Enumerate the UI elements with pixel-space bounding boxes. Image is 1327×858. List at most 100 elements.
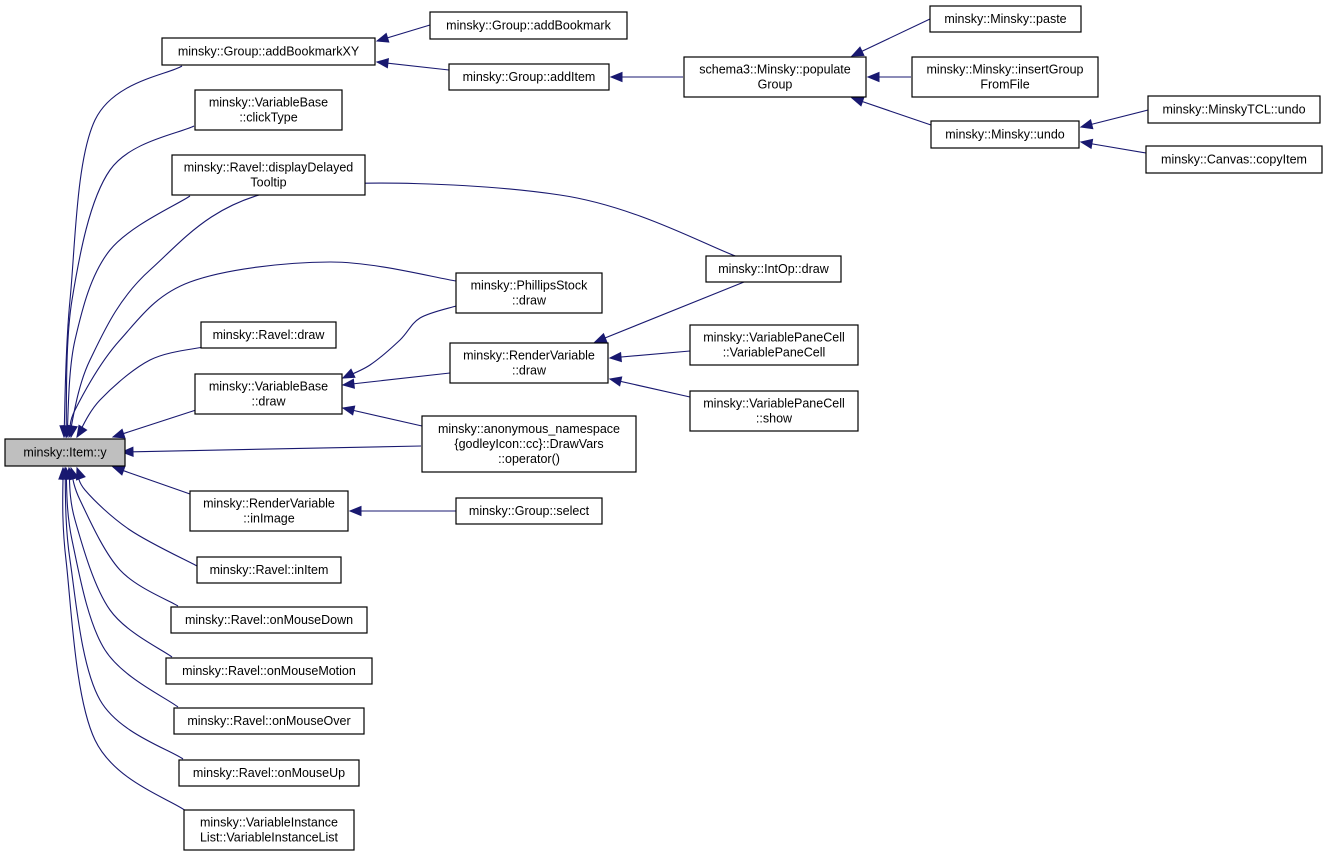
edge-varBaseDraw-to-y <box>111 409 197 439</box>
node-mouseDown[interactable]: minsky::Ravel::onMouseDown <box>170 606 368 634</box>
edge-addItem-to-addBookmarkXY <box>375 58 450 71</box>
edge-displayDelayed-to-y <box>62 195 191 439</box>
edge-arrowhead <box>375 58 389 69</box>
edge-groupSelect-to-inImage <box>348 505 456 517</box>
node-mouseOver[interactable]: minsky::Ravel::onMouseOver <box>173 707 365 735</box>
node-label-line: minsky::VariablePaneCell <box>703 331 845 345</box>
edge-line <box>342 372 451 386</box>
edge-arrowhead <box>375 32 390 43</box>
edge-line <box>68 182 739 438</box>
edge-arrowhead <box>348 505 362 517</box>
edge-arrowhead <box>341 368 356 379</box>
node-label-line: minsky::VariablePaneCell <box>703 397 845 411</box>
edge-line <box>594 281 745 343</box>
node-paste[interactable]: minsky::Minsky::paste <box>929 5 1082 33</box>
edge-line <box>63 65 183 438</box>
node-label-line: minsky::RenderVariable <box>463 349 595 363</box>
edge-varInstList-to-y <box>58 466 187 812</box>
edge-line <box>112 409 197 438</box>
node-addBookmark[interactable]: minsky::Group::addBookmark <box>429 11 628 40</box>
edge-line <box>342 305 457 379</box>
node-box <box>421 415 637 473</box>
node-box <box>683 56 867 98</box>
node-phillipsDraw[interactable]: minsky::PhillipsStock::draw <box>455 272 603 314</box>
node-groupSelect[interactable]: minsky::Group::select <box>455 497 603 525</box>
node-intOpDraw[interactable]: minsky::IntOp::draw <box>705 255 842 283</box>
node-y[interactable]: minsky::Item::y <box>4 438 126 467</box>
edge-intOpDraw-to-renderVarDraw <box>593 281 745 343</box>
edge-arrowhead <box>341 378 355 389</box>
edge-arrowhead <box>1079 138 1094 150</box>
edge-addBookmark-to-addBookmarkXY <box>375 24 431 43</box>
node-box <box>689 390 859 432</box>
node-box <box>929 5 1082 33</box>
node-label-line: minsky::IntOp::draw <box>718 262 829 276</box>
node-varBaseDraw[interactable]: minsky::VariableBase::draw <box>194 373 343 415</box>
node-mouseMotion[interactable]: minsky::Ravel::onMouseMotion <box>165 657 373 685</box>
node-label-line: minsky::Group::addBookmark <box>446 19 611 33</box>
node-label-line: minsky::anonymous_namespace <box>438 422 620 436</box>
node-label-line: minsky::Minsky::insertGroup <box>927 63 1084 77</box>
node-tclUndo[interactable]: minsky::MinskyTCL::undo <box>1147 95 1321 124</box>
node-box <box>429 11 628 40</box>
edge-arrowhead <box>608 351 622 363</box>
edge-mouseUp-to-y <box>60 466 184 760</box>
edge-phillipsDraw-to-varBaseDraw <box>341 305 457 379</box>
node-varInstList[interactable]: minsky::VariableInstanceList::VariableIn… <box>183 809 355 851</box>
edge-arrowhead <box>76 424 88 439</box>
node-label-line: schema3::Minsky::populate <box>699 63 851 77</box>
node-ravelDraw[interactable]: minsky::Ravel::draw <box>200 321 337 349</box>
edge-mouseOver-to-y <box>61 466 179 708</box>
node-label-line: minsky::RenderVariable <box>203 497 335 511</box>
edge-line <box>65 467 179 708</box>
edge-paste-to-populateGroup <box>850 18 931 57</box>
node-box <box>196 556 342 584</box>
edge-arrowhead <box>58 466 69 480</box>
node-drawVars[interactable]: minsky::anonymous_namespace{godleyIcon::… <box>421 415 637 473</box>
node-inImage[interactable]: minsky::RenderVariable::inImage <box>189 490 349 532</box>
node-label-line: minsky::Ravel::onMouseOver <box>187 714 350 728</box>
node-label-line: ::VariablePaneCell <box>723 346 826 360</box>
edge-inItem-to-y <box>75 466 198 567</box>
node-box <box>455 497 603 525</box>
node-mouseUp[interactable]: minsky::Ravel::onMouseUp <box>178 759 360 787</box>
edge-tclUndo-to-undo <box>1079 109 1149 130</box>
node-inItem[interactable]: minsky::Ravel::inItem <box>196 556 342 584</box>
edge-line <box>121 445 422 453</box>
edge-line <box>66 195 191 438</box>
edge-line <box>62 467 187 812</box>
edge-vpcCtor-to-renderVarDraw <box>608 350 691 363</box>
node-box <box>189 490 349 532</box>
node-addItem[interactable]: minsky::Group::addItem <box>448 63 610 91</box>
node-box <box>689 324 859 366</box>
node-vpcCtor[interactable]: minsky::VariablePaneCell::VariablePaneCe… <box>689 324 859 366</box>
edge-line <box>376 61 450 71</box>
node-undo[interactable]: minsky::Minsky::undo <box>930 120 1080 149</box>
node-clickType[interactable]: minsky::VariableBase::clickType <box>194 89 343 131</box>
node-label-line: FromFile <box>980 78 1029 92</box>
node-label-line: minsky::Canvas::copyItem <box>1161 153 1307 167</box>
node-label-line: {godleyIcon::cc}::DrawVars <box>454 437 603 451</box>
node-box <box>930 120 1080 149</box>
edge-insertGroup-to-populateGroup <box>866 71 911 83</box>
node-label-line: ::draw <box>251 395 286 409</box>
node-box <box>161 37 376 66</box>
node-copyItem[interactable]: minsky::Canvas::copyItem <box>1145 145 1323 174</box>
node-box <box>4 438 126 467</box>
edge-arrowhead <box>608 376 623 387</box>
node-box <box>170 606 368 634</box>
node-box <box>1145 145 1323 174</box>
edge-line <box>609 378 691 398</box>
node-vpcShow[interactable]: minsky::VariablePaneCell::show <box>689 390 859 432</box>
node-renderVarDraw[interactable]: minsky::RenderVariable::draw <box>449 342 609 384</box>
node-label-line: Group <box>758 78 793 92</box>
node-box <box>448 63 610 91</box>
node-addBookmarkXY[interactable]: minsky::Group::addBookmarkXY <box>161 37 376 66</box>
node-label-line: minsky::Group::addBookmarkXY <box>178 45 360 59</box>
edge-drawVars-to-varBaseDraw <box>341 405 423 427</box>
node-label-line: minsky::Ravel::draw <box>213 328 326 342</box>
